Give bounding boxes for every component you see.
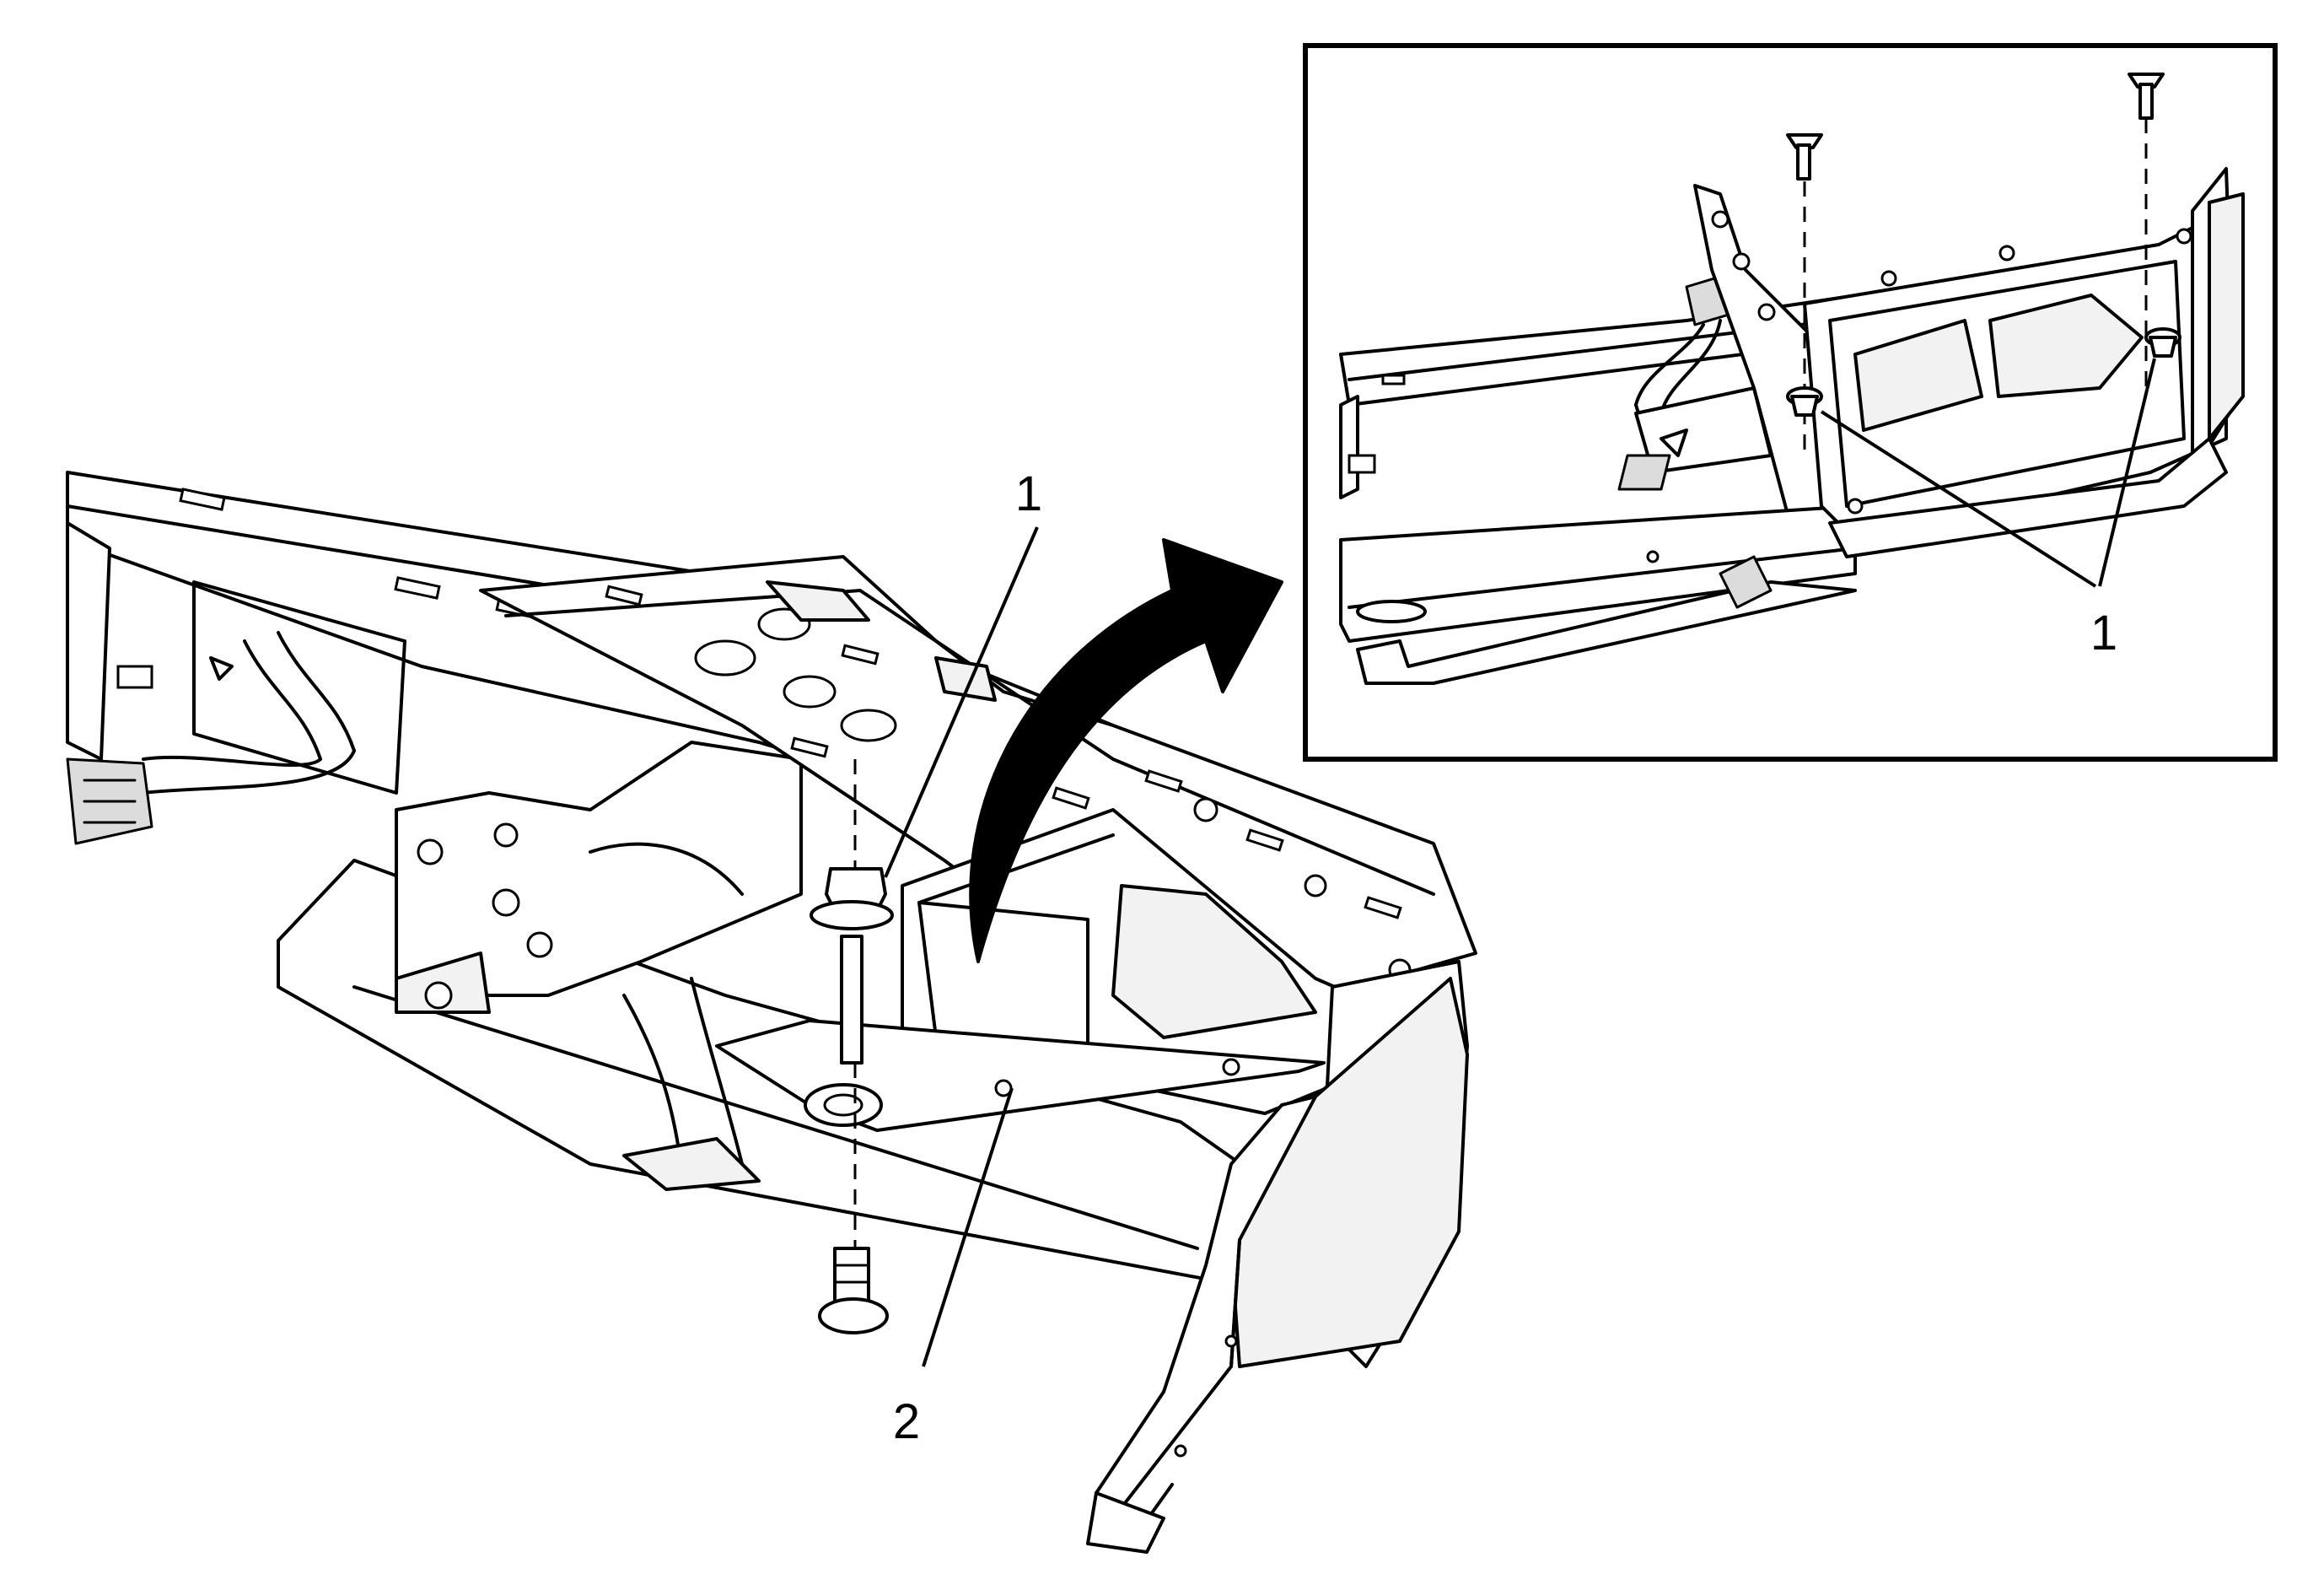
leader-main-fastener <box>884 526 1039 878</box>
main-fastener-assembly <box>810 759 894 1334</box>
main-view: 1 2 <box>66 466 1477 1554</box>
leader-main-bracket <box>922 1087 1014 1367</box>
inset-detail-view: 1 <box>1303 43 2278 762</box>
inset-lower-rail <box>1339 504 1857 685</box>
callout-main-fastener: 1 <box>1015 466 1042 521</box>
leader-inset-fastener-b <box>2098 358 2156 587</box>
mounting-bracket <box>395 741 803 1191</box>
inset-fasteners <box>1786 73 2181 455</box>
leader-inset-fastener-a <box>1820 410 2097 588</box>
lower-flange <box>715 1019 1326 1132</box>
callout-inset-fasteners: 1 <box>2090 606 2117 660</box>
inset-bumper-face <box>1803 167 2245 558</box>
bumper-end-cap <box>1086 960 1469 1554</box>
view-transition-arrow <box>969 538 1283 963</box>
harness-and-connector <box>66 521 356 845</box>
callout-main-bracket: 2 <box>893 1394 920 1449</box>
bumper-front-face <box>901 808 1452 1115</box>
